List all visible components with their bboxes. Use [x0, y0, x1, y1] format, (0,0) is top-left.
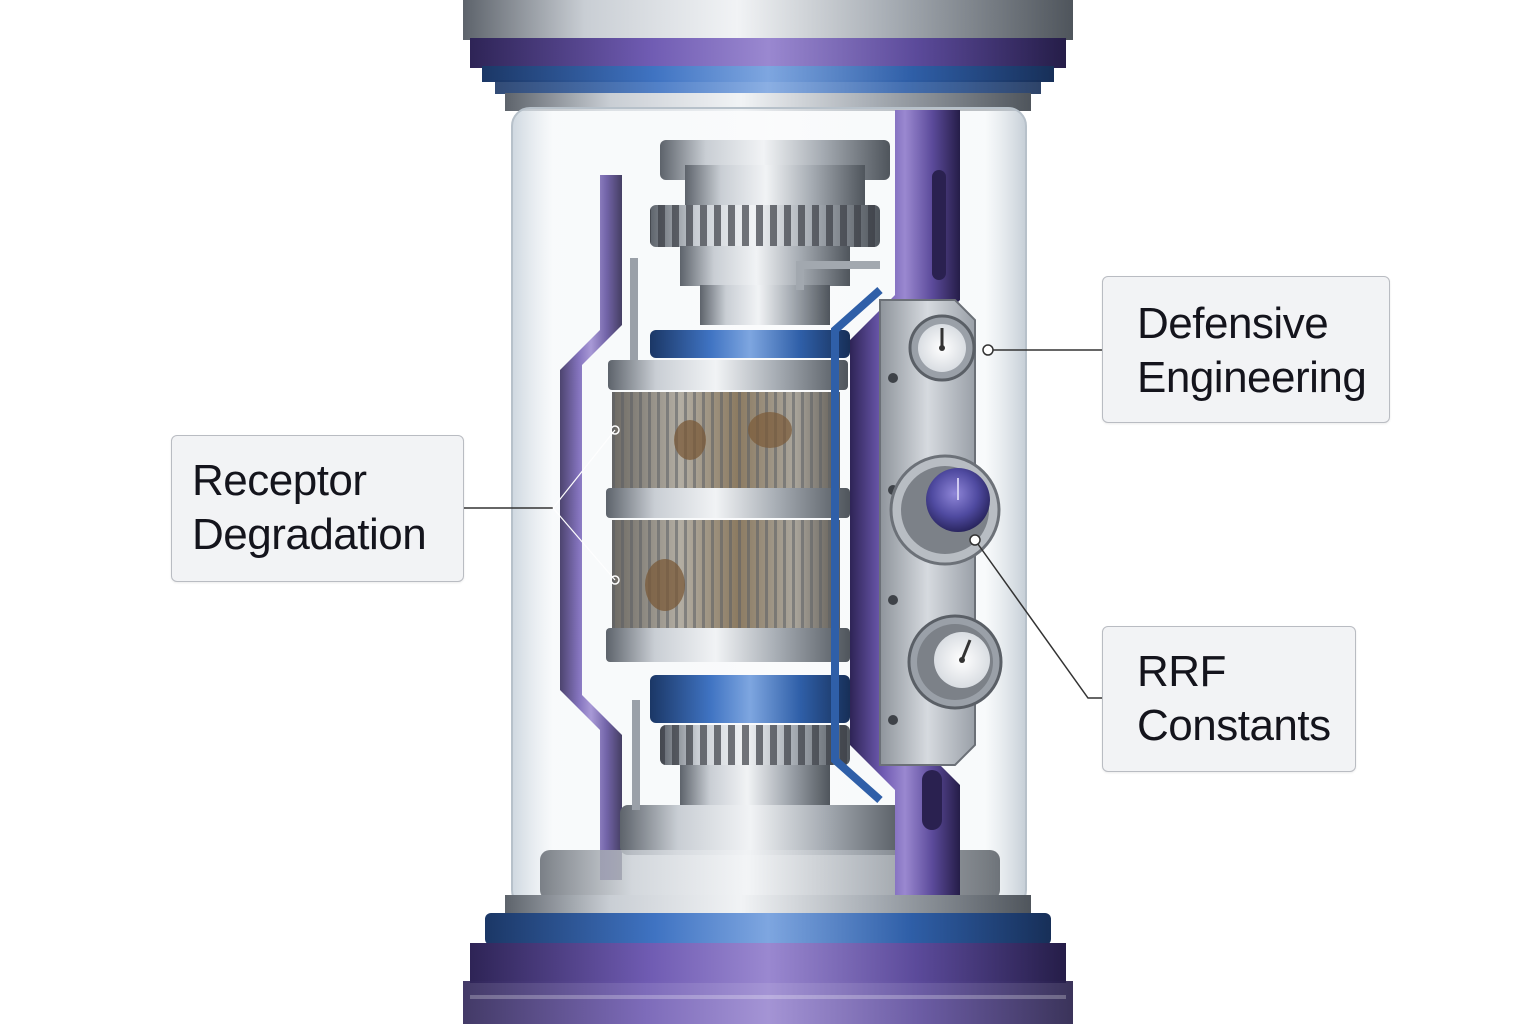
bottom-base: [463, 895, 1073, 1024]
pressure-gauge-top: [908, 314, 976, 382]
callout-line: Degradation: [192, 510, 427, 559]
callout-line: Defensive: [1137, 299, 1329, 348]
callout-defensive-engineering: Defensive Engineering: [1102, 276, 1390, 423]
dial-knob: [889, 454, 1001, 566]
rust-patch: [748, 412, 792, 448]
callout-line: Engineering: [1137, 353, 1367, 402]
callout-line: Constants: [1137, 701, 1331, 750]
top-cap: [463, 0, 1073, 111]
callout-receptor-degradation: Receptor Degradation: [171, 435, 464, 582]
upper-gear-assembly: [630, 140, 890, 368]
callout-line: Receptor: [192, 456, 367, 505]
pressure-gauge-bottom: [907, 614, 1003, 710]
receptor-stack: [606, 360, 850, 662]
rust-patch: [645, 559, 685, 611]
callout-line: RRF: [1137, 647, 1226, 696]
callout-rrf-constants: RRF Constants: [1102, 626, 1356, 772]
rust-patch: [674, 420, 706, 460]
lower-gear-assembly: [540, 675, 1000, 900]
inner-frame: [560, 175, 622, 880]
